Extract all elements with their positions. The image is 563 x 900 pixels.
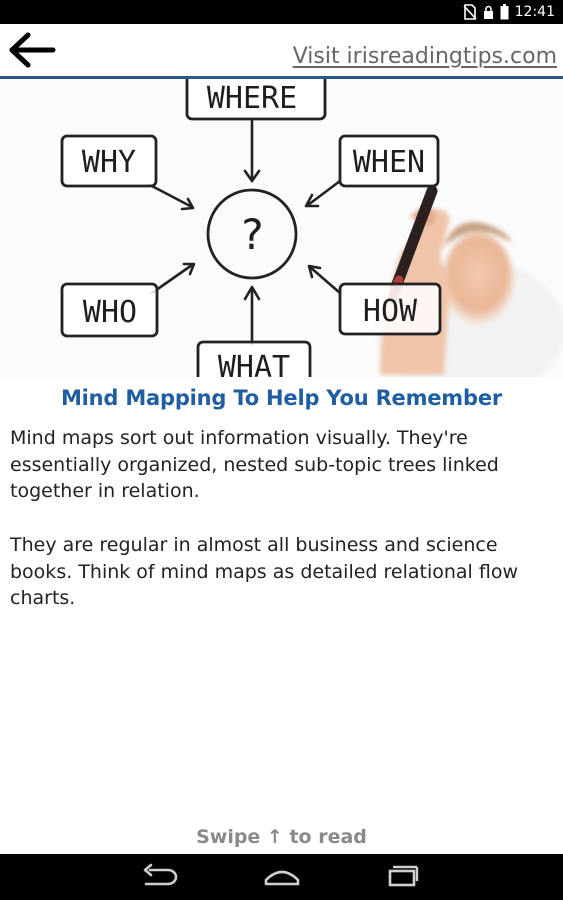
mindmap-label-who: WHO	[83, 295, 137, 330]
status-time: 12:41	[514, 4, 555, 20]
article-title: Mind Mapping To Help You Remember	[60, 386, 503, 410]
mindmap-label-what: WHAT	[218, 350, 290, 377]
mind-map-illustration: WHERE WHY WHEN ? WHO HOW WHAT	[0, 79, 563, 377]
app-bar: Visit irisreadingtips.com	[0, 24, 563, 76]
visit-website-link[interactable]: Visit irisreadingtips.com	[292, 44, 557, 69]
back-button[interactable]	[6, 30, 58, 70]
mindmap-label-where: WHERE	[207, 81, 297, 116]
arrow-left-icon	[9, 32, 56, 68]
nav-recents-button[interactable]	[372, 862, 432, 892]
no-sim-icon	[463, 4, 477, 20]
swipe-hint: Swipe ↑ to read	[196, 826, 367, 848]
status-icons: 12:41	[463, 3, 555, 21]
mindmap-label-when: WHEN	[353, 145, 425, 180]
nav-home-button[interactable]	[252, 862, 312, 892]
recents-nav-icon	[388, 865, 419, 887]
battery-icon	[500, 4, 509, 20]
article-paragraph: Mind maps sort out information visually.…	[10, 427, 499, 503]
mindmap-label-how: HOW	[363, 294, 418, 329]
nav-back-button[interactable]	[132, 862, 192, 892]
header-divider	[0, 76, 563, 79]
mindmap-label-question: ?	[239, 210, 264, 259]
navigation-bar	[0, 854, 563, 900]
home-nav-icon	[264, 870, 300, 886]
status-bar: 12:41	[0, 0, 563, 24]
hero-image: WHERE WHY WHEN ? WHO HOW WHAT	[0, 79, 563, 377]
back-nav-icon	[143, 863, 178, 886]
article-paragraph: They are regular in almost all business …	[10, 534, 518, 610]
mindmap-label-why: WHY	[82, 145, 136, 180]
lock-icon	[483, 5, 493, 19]
